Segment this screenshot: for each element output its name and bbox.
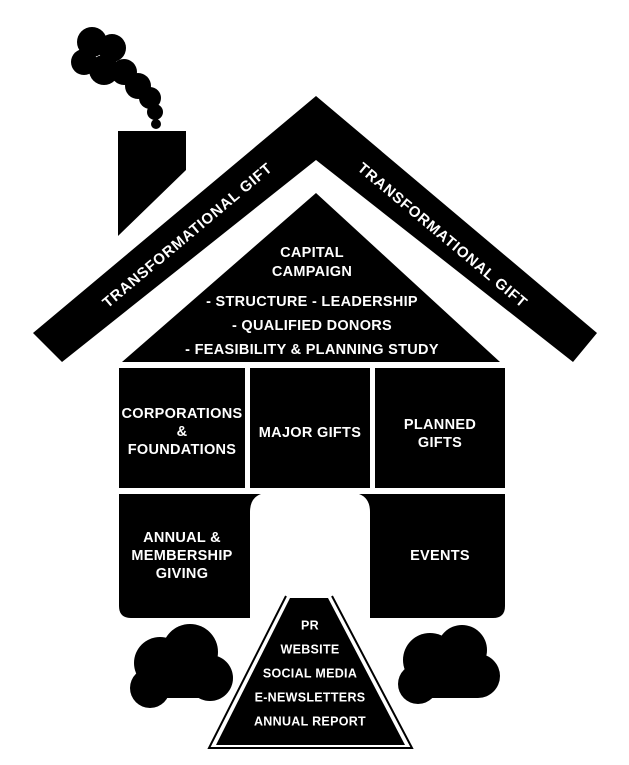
walkway-edge: [207, 595, 414, 749]
capital-campaign-title-line1: CAPITAL: [280, 245, 344, 261]
annual-giving-label: MEMBERSHIP: [131, 548, 232, 564]
walkway: [216, 598, 405, 745]
capital-campaign-title-line2: CAMPAIGN: [272, 264, 352, 280]
corporations-label: CORPORATIONS: [122, 406, 243, 422]
roof-band: [33, 96, 597, 362]
room-corporations-foundations: [119, 368, 245, 488]
major-gifts-label: MAJOR GIFTS: [259, 425, 361, 441]
planned-gifts-label: GIFTS: [418, 435, 462, 451]
room-planned-gifts: [375, 368, 505, 488]
chimney: [118, 131, 186, 236]
capital-campaign-item: - QUALIFIED DONORS: [232, 318, 392, 334]
room-annual-giving: [119, 494, 245, 618]
annual-giving-label: ANNUAL &: [143, 530, 221, 546]
room-events: [375, 494, 505, 618]
room-major-gifts: [250, 368, 370, 488]
bush-left: [130, 624, 233, 708]
walkway-item: ANNUAL REPORT: [254, 714, 366, 728]
capital-campaign-item: - FEASIBILITY & PLANNING STUDY: [185, 342, 439, 358]
bush-right: [398, 625, 500, 704]
walkway-item: SOCIAL MEDIA: [263, 666, 357, 680]
walkway-item: PR: [301, 618, 319, 632]
walkway-item: WEBSITE: [280, 642, 339, 656]
gable-capital-campaign: [122, 193, 500, 362]
events-label: EVENTS: [410, 548, 470, 564]
corporations-label: FOUNDATIONS: [128, 442, 237, 458]
corporations-label: &: [177, 424, 188, 440]
chimney-smoke: [71, 27, 163, 129]
annual-giving-label: GIVING: [156, 566, 209, 582]
capital-campaign-item: - STRUCTURE - LEADERSHIP: [206, 294, 418, 310]
walkway-item: E-NEWSLETTERS: [255, 690, 366, 704]
planned-gifts-label: PLANNED: [404, 417, 476, 433]
